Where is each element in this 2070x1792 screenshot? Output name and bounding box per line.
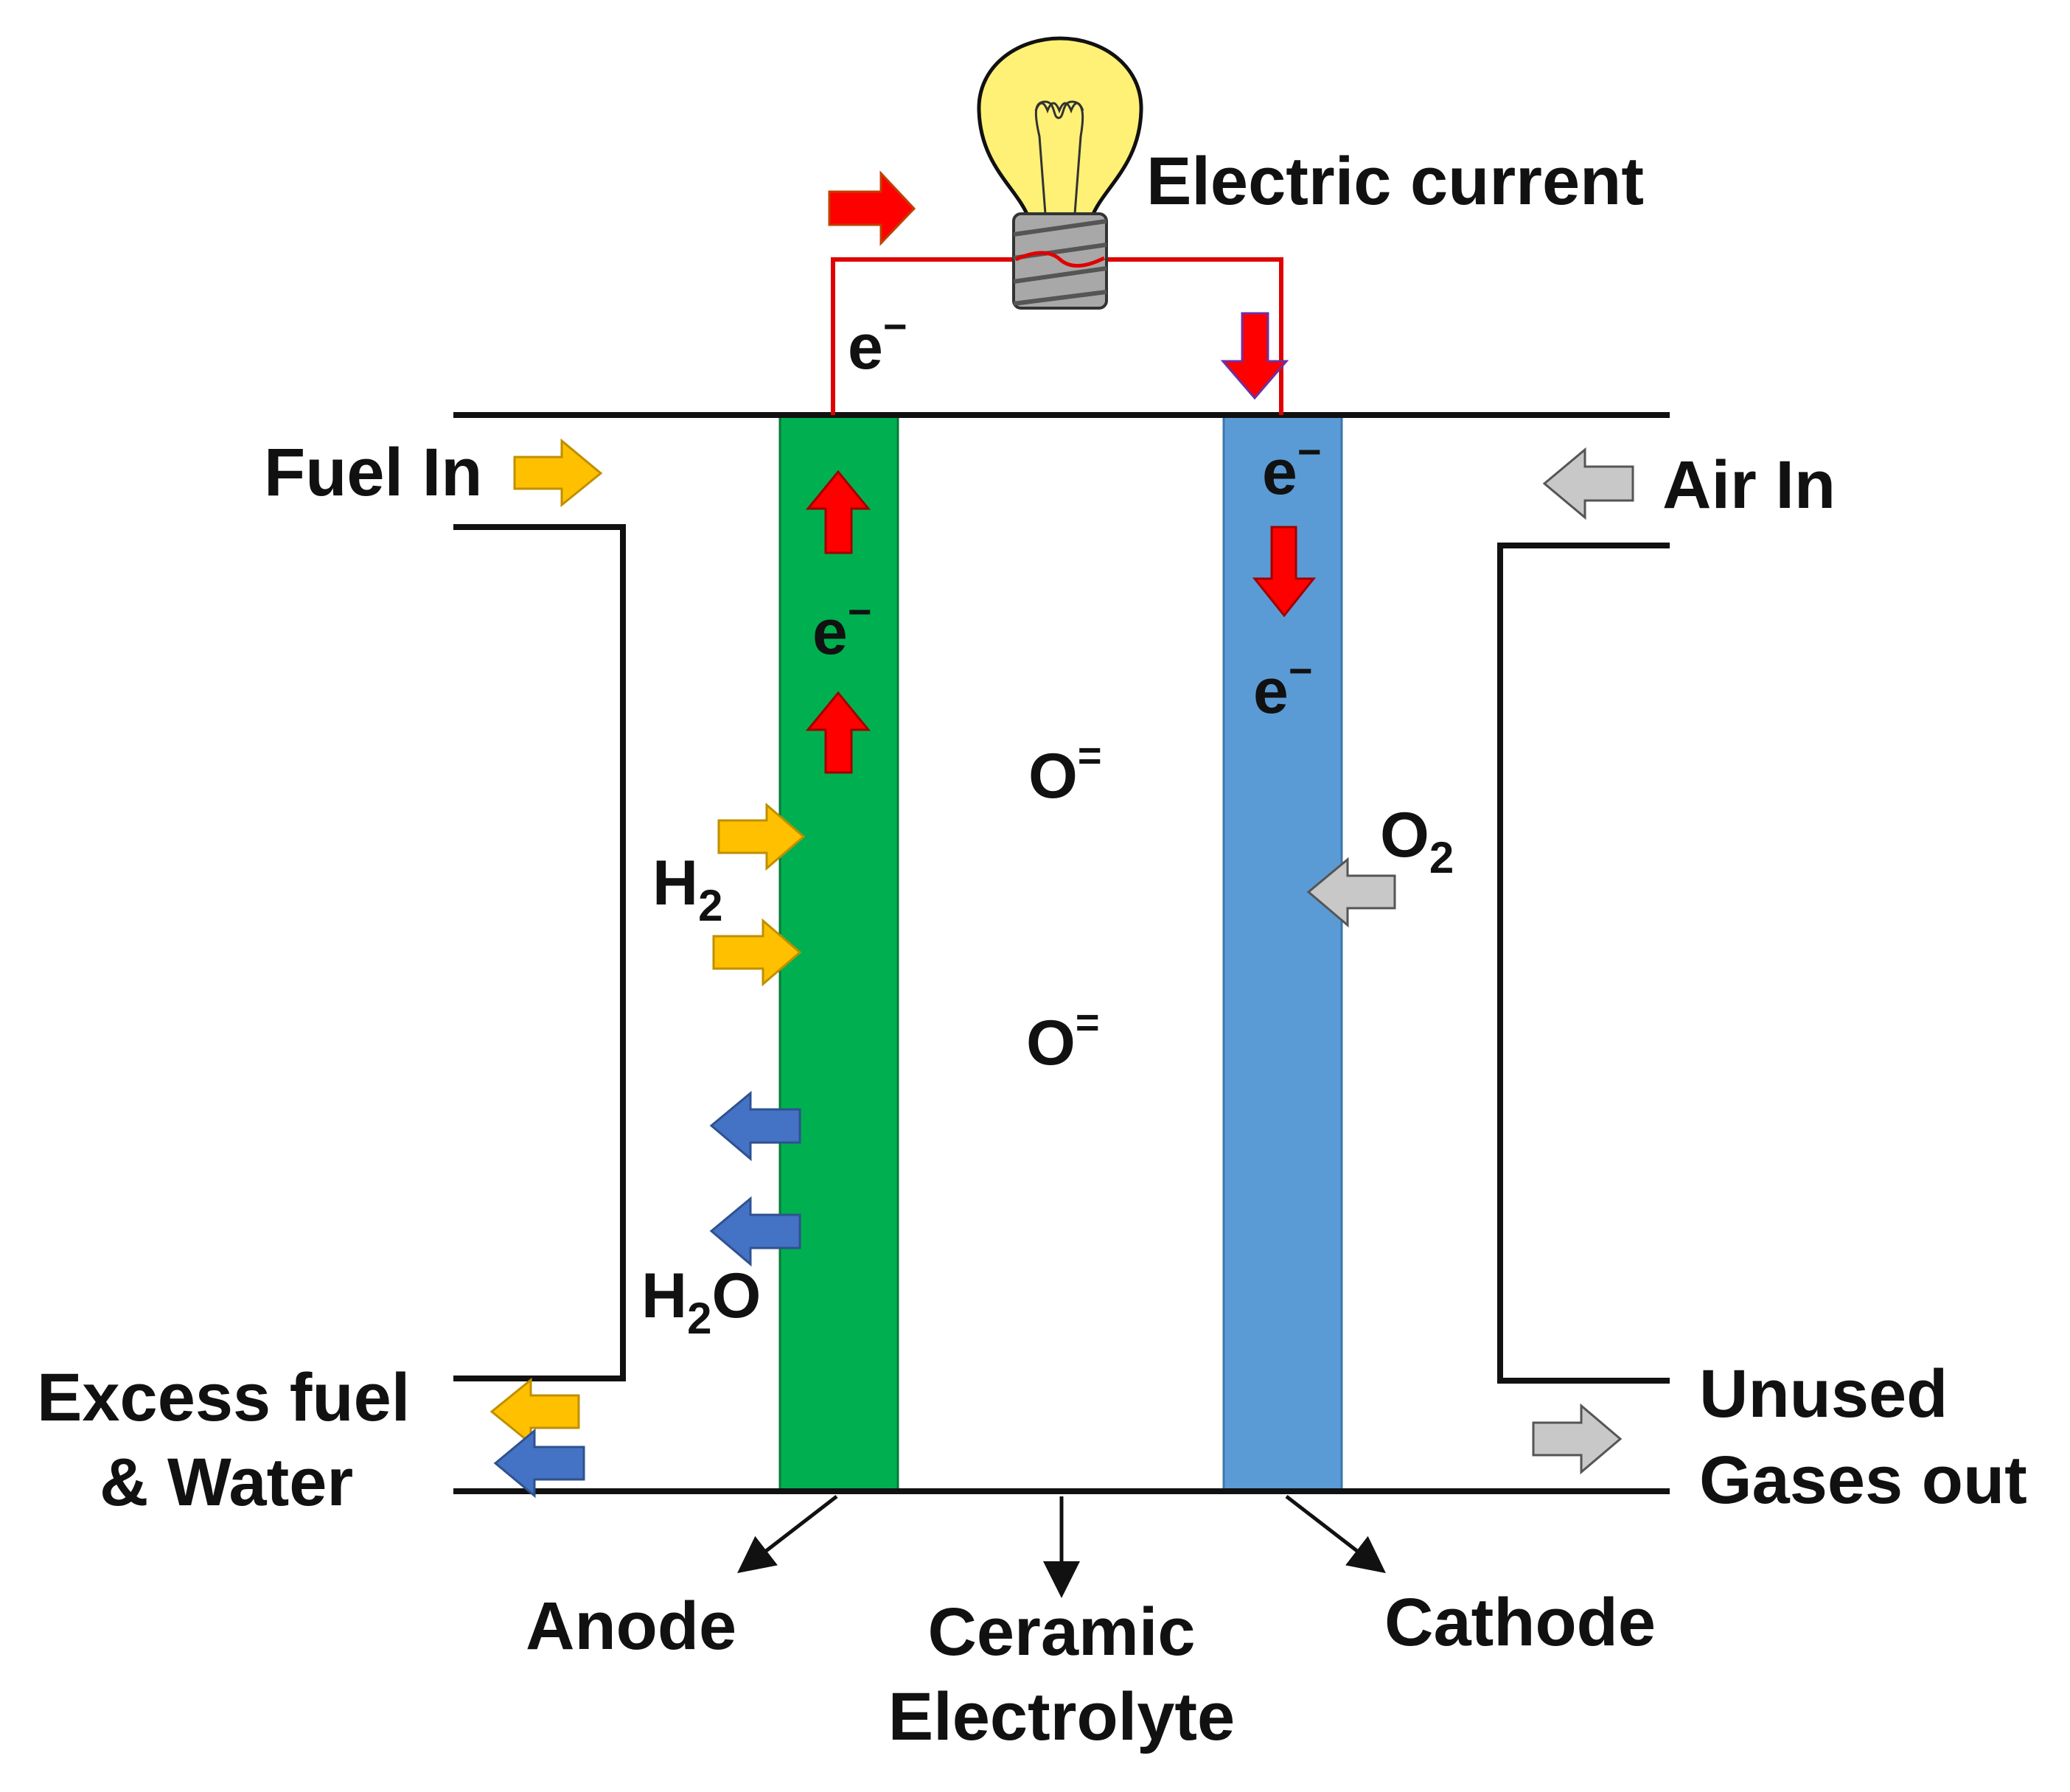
electron-label-anode: e− — [812, 588, 872, 668]
air-in-arrow — [1542, 447, 1634, 520]
anode-pointer — [737, 1495, 838, 1574]
electron-label-wire: e− — [848, 303, 907, 383]
electron-label-cathode-top: e− — [1262, 428, 1322, 508]
unused-gases-label-line1: Unused — [1699, 1356, 1948, 1432]
oxide-ion-label-2: O= — [1026, 999, 1100, 1078]
fuel-channel-wall — [453, 524, 626, 1381]
electrolyte-label-line2: Electrolyte — [888, 1679, 1236, 1754]
oxide-ion-label-1: O= — [1028, 732, 1102, 812]
electron-arrow-down-cathode — [1252, 526, 1317, 618]
water-arrow-1 — [709, 1090, 801, 1162]
h2-arrow-2 — [712, 918, 802, 987]
cathode-label: Cathode — [1384, 1585, 1656, 1660]
h2-arrow-1 — [717, 802, 806, 871]
fuel-in-arrow — [513, 438, 603, 508]
electron-arrow-up-anode-1 — [805, 470, 871, 554]
air-in-label: Air In — [1662, 447, 1836, 523]
cathode-pointer — [1285, 1495, 1386, 1574]
fuel-in-label: Fuel In — [264, 435, 483, 510]
electrolyte-label-line1: Ceramic — [927, 1594, 1196, 1670]
o2-label: O2 — [1380, 800, 1454, 882]
h2-label: H2 — [652, 848, 723, 930]
electron-arrow-down-wire — [1220, 312, 1289, 400]
air-channel-wall — [1497, 543, 1670, 1384]
water-label: H2O — [641, 1261, 762, 1343]
unused-gases-label-line2: Gases out — [1699, 1443, 2027, 1518]
excess-fuel-label-line2: & Water — [100, 1445, 354, 1520]
light-bulb-icon — [977, 36, 1143, 310]
water-out-arrow — [493, 1428, 585, 1499]
water-arrow-2 — [709, 1196, 801, 1267]
o2-arrow — [1306, 857, 1396, 928]
excess-fuel-label-line1: Excess fuel — [37, 1360, 411, 1435]
excess-fuel-arrow — [489, 1377, 580, 1446]
electron-label-cathode-mid: e− — [1253, 647, 1313, 727]
current-direction-arrow — [828, 170, 916, 246]
anode-label: Anode — [526, 1589, 737, 1664]
electron-arrow-up-anode-2 — [805, 691, 871, 774]
electric-current-label: Electric current — [1146, 144, 1644, 219]
unused-gases-arrow — [1532, 1403, 1623, 1475]
